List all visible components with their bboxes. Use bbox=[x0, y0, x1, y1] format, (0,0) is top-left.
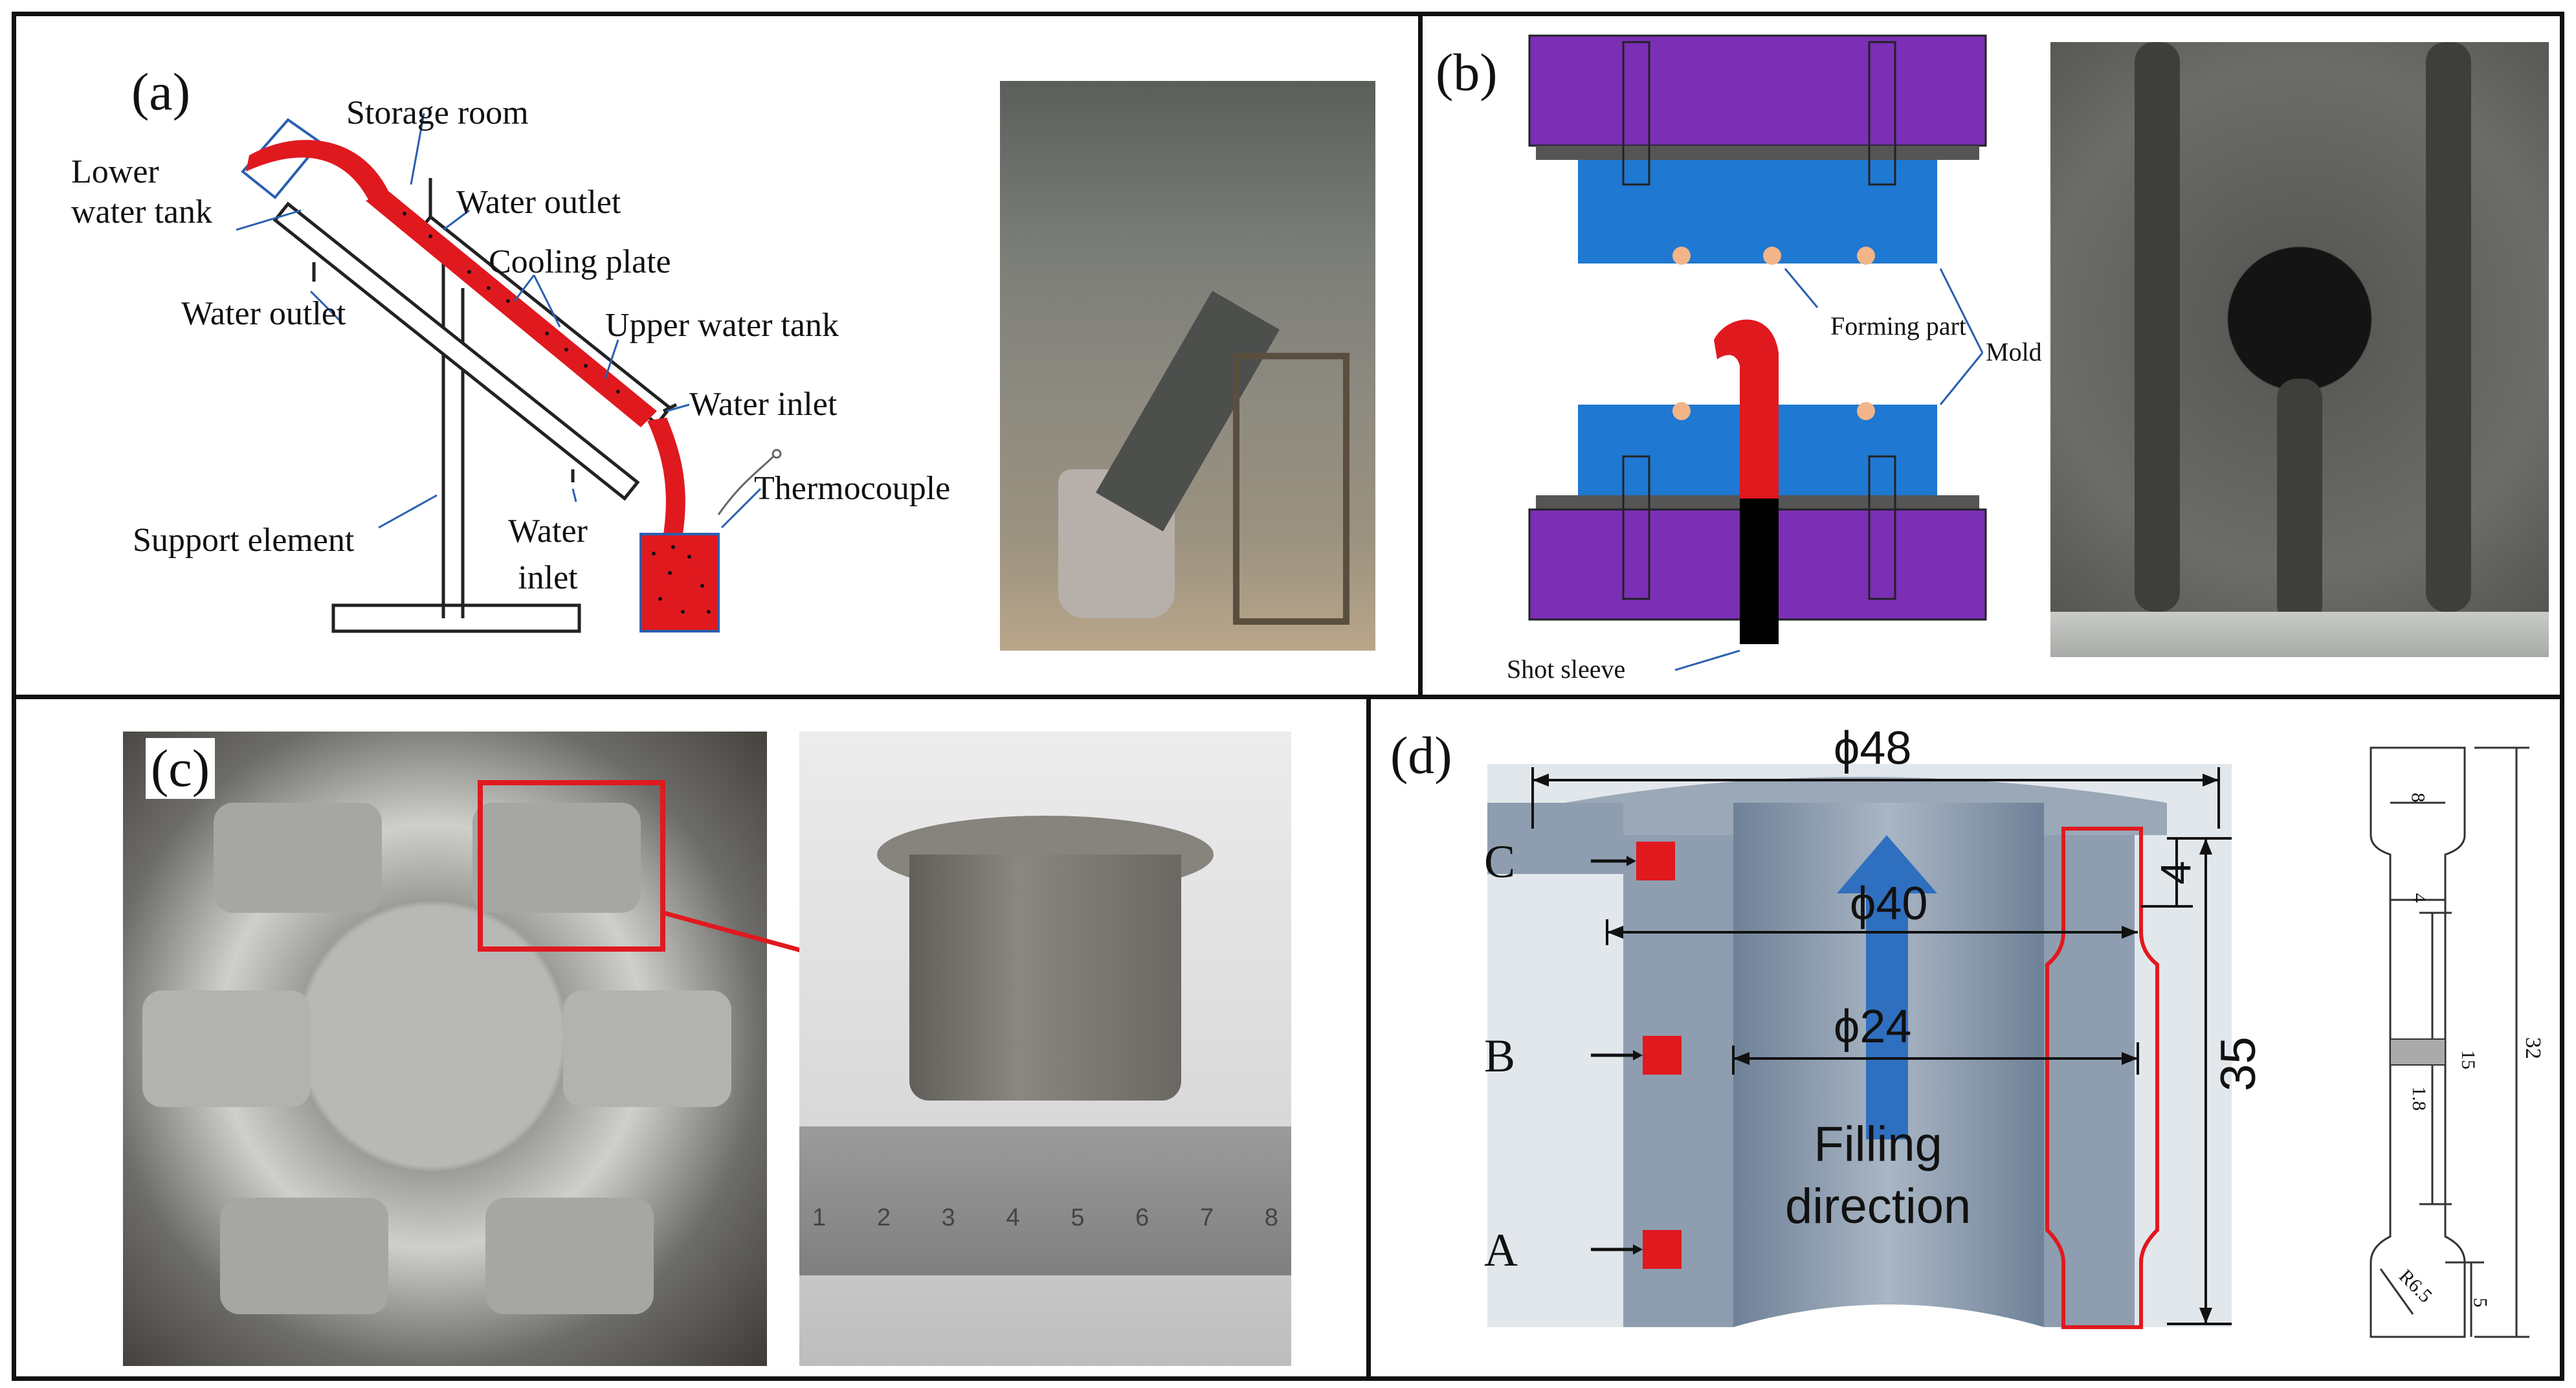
panel-c: (c) 1 2 3 4 5 6 7 8 bbox=[12, 695, 1371, 1381]
label-lower-water-tank: Lower water tank bbox=[71, 153, 213, 230]
panel-b-tag: (b) bbox=[1436, 43, 1498, 102]
ruler-number: 5 bbox=[1071, 1204, 1085, 1231]
panel-c-tag: (c) bbox=[146, 738, 216, 799]
spec-dim-15: 15 bbox=[2458, 1050, 2479, 1069]
label-water-outlet-left: Water outlet bbox=[181, 295, 346, 332]
dim-phi48: ϕ48 bbox=[1834, 722, 1912, 774]
label-cooling-plate: Cooling plate bbox=[489, 243, 671, 280]
casting-section-diagram bbox=[1487, 746, 2529, 1338]
sample-point-a: A bbox=[1484, 1224, 1518, 1276]
casting-cylinder-bot-left bbox=[220, 1198, 388, 1314]
label-water-inlet-bottom: Water inlet bbox=[508, 513, 588, 596]
dim-h4: 4 bbox=[2151, 860, 2200, 885]
panel-a: (a) bbox=[12, 12, 1423, 699]
label-thermocouple: Thermocouple bbox=[754, 470, 951, 507]
mold-runner-left bbox=[2135, 42, 2180, 612]
label-storage-room: Storage room bbox=[346, 95, 529, 131]
spec-dim-32: 32 bbox=[2521, 1037, 2545, 1059]
sample-point-b: B bbox=[1484, 1030, 1516, 1082]
rig-photo bbox=[1000, 81, 1375, 651]
part-body bbox=[909, 855, 1181, 1101]
ruler-number: 4 bbox=[1006, 1204, 1020, 1231]
panel-b: (b) Forming part Mold Sh bbox=[1418, 12, 2564, 699]
dim-h35: 35 bbox=[2210, 1036, 2266, 1091]
rig-frame bbox=[1233, 353, 1349, 625]
panel-d-tag: (d) bbox=[1390, 726, 1452, 785]
ruler-number: 1 bbox=[812, 1204, 827, 1231]
dim-phi24: ϕ24 bbox=[1834, 1001, 1912, 1053]
panel-a-tag: (a) bbox=[131, 62, 191, 121]
sloping-plate-schematic bbox=[236, 113, 782, 633]
ruler-number: 3 bbox=[941, 1204, 955, 1231]
spec-dim-1-8: 1.8 bbox=[2408, 1086, 2430, 1111]
label-mold: Mold bbox=[1986, 337, 2042, 366]
label-water-inlet-right: Water inlet bbox=[689, 386, 838, 423]
label-support-element: Support element bbox=[133, 522, 355, 559]
mold-photo bbox=[2050, 42, 2549, 657]
sample-point-c: C bbox=[1484, 836, 1516, 888]
label-upper-water-tank: Upper water tank bbox=[605, 307, 839, 344]
part-ruler: 1 2 3 4 5 6 7 8 bbox=[799, 1126, 1291, 1275]
spec-dim-8: 8 bbox=[2407, 792, 2429, 803]
casting-photo bbox=[123, 732, 767, 1366]
spec-dim-5: 5 bbox=[2469, 1297, 2491, 1308]
casting-cylinder-top-left bbox=[214, 803, 382, 913]
ruler-number: 2 bbox=[876, 1204, 891, 1231]
die-casting-schematic bbox=[1528, 34, 1987, 671]
casting-cylinder-mid-right bbox=[563, 991, 731, 1107]
ruler-number: 7 bbox=[1199, 1204, 1214, 1231]
ruler-numbers: 1 2 3 4 5 6 7 8 bbox=[812, 1204, 1278, 1232]
label-water-outlet-top: Water outlet bbox=[456, 184, 621, 221]
casting-cylinder-bot-right bbox=[485, 1198, 654, 1314]
label-forming-part: Forming part bbox=[1830, 311, 1966, 341]
part-photo: 1 2 3 4 5 6 7 8 bbox=[799, 732, 1291, 1366]
panel-d: (d) bbox=[1366, 695, 2564, 1381]
ruler-number: 8 bbox=[1264, 1204, 1278, 1231]
mold-runner-right bbox=[2426, 42, 2471, 612]
casting-cylinder-top-right bbox=[472, 803, 641, 913]
casting-cylinder-mid-left bbox=[142, 991, 311, 1107]
spec-dim-4: 4 bbox=[2408, 893, 2430, 903]
selection-box bbox=[478, 780, 665, 952]
mold-runner-center bbox=[2277, 379, 2322, 625]
ruler-number: 6 bbox=[1135, 1204, 1149, 1231]
filling-direction-label: Filling direction bbox=[1785, 1117, 1971, 1234]
dim-phi40: ϕ40 bbox=[1850, 878, 1928, 930]
label-shot-sleeve: Shot sleeve bbox=[1507, 655, 1626, 684]
mold-ruler bbox=[2050, 612, 2549, 657]
